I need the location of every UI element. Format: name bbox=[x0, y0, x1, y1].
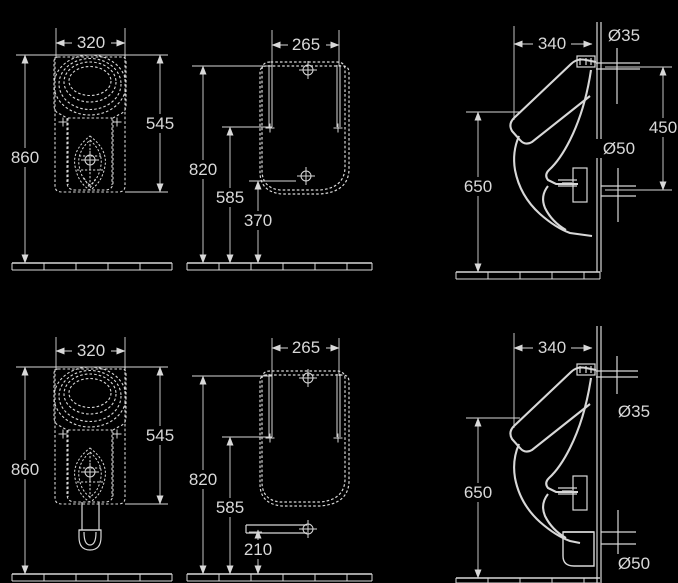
dim-label-370-a: 370 bbox=[244, 211, 272, 230]
dim-label-860-a: 860 bbox=[11, 148, 39, 167]
dimension-dia35-top-right: Ø35 bbox=[602, 26, 647, 45]
dim-label-820-b: 820 bbox=[189, 470, 217, 489]
dimension-650-top-right: 650 bbox=[460, 111, 520, 273]
dimension-340-bottom-right: 340 bbox=[513, 333, 593, 428]
dim-label-545-a: 545 bbox=[146, 114, 174, 133]
dimension-320-bottom-left: 320 bbox=[55, 337, 126, 370]
urinal-profile bbox=[509, 366, 597, 545]
wc-body-outline bbox=[53, 366, 127, 505]
ground-line bbox=[186, 573, 373, 582]
ground-line bbox=[11, 262, 173, 271]
dimension-820-top-mid: 820 bbox=[185, 65, 272, 264]
wc-body-outline bbox=[53, 56, 127, 191]
wc-side-outline bbox=[259, 61, 350, 195]
supply-pipe-35 bbox=[596, 48, 640, 104]
view-wc-side-top: 265 820 585 370 bbox=[185, 30, 373, 271]
dimension-340-top-right: 340 bbox=[513, 26, 593, 120]
view-urinal-top: 340 650 450 Ø35 Ø50 bbox=[455, 22, 678, 280]
wc-side-bracket bbox=[268, 65, 341, 127]
dimension-820-bottom-mid: 820 bbox=[185, 375, 272, 575]
dimension-320-top-left: 320 bbox=[55, 28, 126, 58]
dimension-585-bottom-mid: 585 bbox=[212, 436, 272, 575]
dimension-dia35-bottom-right: Ø35 bbox=[612, 402, 657, 421]
view-wc-front-top: 320 545 860 bbox=[7, 28, 178, 271]
dim-label-210-b: 210 bbox=[244, 540, 272, 559]
wc-pedestal bbox=[67, 117, 113, 185]
dim-label-320-b: 320 bbox=[77, 341, 105, 360]
waste-pipe-50 bbox=[601, 168, 636, 222]
view-wc-side-bottom: 265 820 585 210 bbox=[185, 338, 373, 582]
ground-line bbox=[11, 573, 173, 582]
dim-label-265-a: 265 bbox=[292, 35, 320, 54]
urinal-outlet-spigot bbox=[558, 167, 588, 203]
dim-label-650-b: 650 bbox=[464, 483, 492, 502]
dimension-210-bottom-mid: 210 bbox=[240, 529, 277, 575]
wall-line bbox=[596, 326, 602, 583]
dimension-dia50-top-right: Ø50 bbox=[596, 139, 641, 158]
dim-label-650-a: 650 bbox=[464, 177, 492, 196]
dimension-265-top-mid: 265 bbox=[271, 30, 340, 66]
dimension-450-top-right: 450 bbox=[605, 66, 678, 191]
dim-label-545-b: 545 bbox=[146, 426, 174, 445]
dimension-265-bottom-mid: 265 bbox=[271, 338, 340, 376]
urinal-profile bbox=[509, 58, 597, 238]
dim-label-820-a: 820 bbox=[189, 160, 217, 179]
urinal-flush-inlet bbox=[576, 363, 596, 376]
dimension-650-bottom-right: 650 bbox=[460, 417, 520, 579]
dimension-860-bottom-left: 860 bbox=[7, 366, 125, 575]
urinal-outlet-spigot bbox=[558, 475, 588, 511]
dim-label-585-a: 585 bbox=[216, 188, 244, 207]
wc-pedestal bbox=[67, 429, 113, 497]
dim-label-dia50-b: Ø50 bbox=[618, 554, 650, 573]
view-wc-front-bottom: 320 545 860 bbox=[7, 337, 178, 582]
dimension-585-top-mid: 585 bbox=[212, 126, 272, 264]
dim-label-340-a: 340 bbox=[538, 34, 566, 53]
dimension-545-bottom-left: 545 bbox=[125, 366, 178, 505]
dim-label-585-b: 585 bbox=[216, 498, 244, 517]
dimension-545-top-left: 545 bbox=[125, 54, 178, 193]
dim-label-320-a: 320 bbox=[77, 33, 105, 52]
dimension-dia50-bottom-right: Ø50 bbox=[612, 554, 657, 573]
wc-vertical-outlet-pipe bbox=[78, 502, 102, 551]
dim-label-450-a: 450 bbox=[649, 118, 677, 137]
wc-side-bracket bbox=[268, 374, 341, 437]
urinal-bottle-trap bbox=[562, 531, 595, 567]
view-urinal-bottom: 340 650 Ø35 Ø50 bbox=[455, 326, 657, 583]
dimension-860-top-left: 860 bbox=[7, 54, 125, 264]
urinal-flush-inlet bbox=[576, 55, 596, 68]
supply-pipe-35 bbox=[596, 356, 638, 394]
dim-label-860-b: 860 bbox=[11, 460, 39, 479]
dim-label-340-b: 340 bbox=[538, 338, 566, 357]
dim-label-265-b: 265 bbox=[292, 338, 320, 357]
wc-body-outer bbox=[54, 54, 126, 193]
dim-label-dia50-a: Ø50 bbox=[603, 139, 635, 158]
dimension-370-top-mid: 370 bbox=[240, 180, 296, 264]
dim-label-dia35-a: Ø35 bbox=[608, 26, 640, 45]
dim-label-dia35-b: Ø35 bbox=[618, 402, 650, 421]
ground-line bbox=[186, 262, 373, 271]
